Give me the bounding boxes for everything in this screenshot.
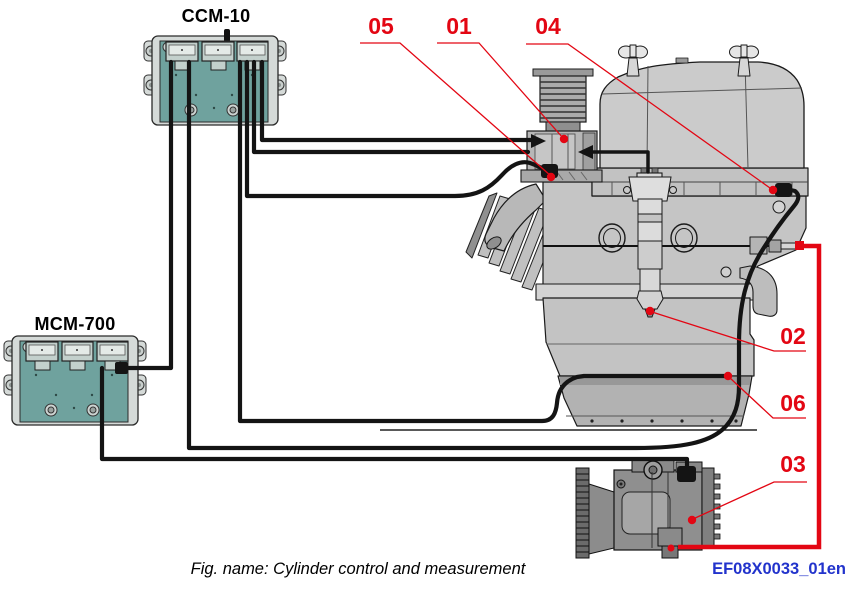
dot-01: [559, 134, 569, 144]
cable-ccm-to-mcm: [125, 59, 174, 371]
dot-03: [687, 515, 697, 525]
ccm-module-title: CCM-10: [181, 6, 251, 26]
bellows: [539, 75, 587, 123]
dot-02: [645, 306, 655, 316]
leader-01: [437, 42, 564, 139]
ccm-module-graphic: [143, 29, 287, 126]
callout-label-02: 02: [780, 323, 806, 349]
cable-ccm-to-point04: [186, 59, 801, 451]
wing-bolt-right: [729, 44, 759, 77]
cable-ccm-to-throttle-left: [251, 59, 531, 155]
crankcase: [542, 297, 755, 377]
leader-02: [651, 311, 806, 352]
antenna-stub: [224, 29, 230, 42]
mcm-connectors: [25, 341, 129, 371]
harness-cables: [99, 59, 801, 477]
callout-label-04: 04: [535, 13, 561, 39]
dot-04: [768, 185, 778, 195]
wing-bolt-left: [618, 44, 648, 77]
engine-illustration: [380, 44, 809, 431]
cable-arrowheads: [531, 134, 593, 159]
mcm-module-graphic: [3, 335, 147, 426]
arrowhead-point01: [531, 134, 546, 148]
oil-pan: [557, 375, 753, 427]
figure-caption: Fig. name: Cylinder control and measurem…: [190, 560, 526, 578]
red-measurement-cable: [667, 241, 822, 552]
leader-04: [526, 43, 771, 189]
cable-sensor-link: [582, 150, 650, 174]
callout-label-01: 01: [446, 13, 472, 39]
cable-ccm-to-point01: [259, 59, 536, 143]
callout-label-05: 05: [368, 13, 394, 39]
callout-leader-lines: [360, 42, 807, 520]
pump-bottom-fitting: [657, 527, 683, 547]
leader-05: [360, 42, 552, 177]
cable-ccm-to-point05: [244, 59, 551, 199]
cable-ccm-to-point06: [237, 59, 728, 424]
dot-05: [546, 172, 556, 182]
valve-cover: [599, 61, 805, 169]
ccm-connectors: [165, 41, 269, 71]
dot-06: [723, 371, 733, 381]
callout-label-03: 03: [780, 451, 806, 477]
injector: [623, 176, 677, 318]
figure-doc-code: EF08X0033_01en: [712, 560, 846, 578]
arrowhead-sensor: [578, 145, 593, 159]
callout-label-06: 06: [780, 390, 806, 416]
callout-dots: [546, 134, 778, 525]
leader-06: [729, 377, 806, 419]
leader-03: [692, 481, 807, 520]
mcm-module-title: MCM-700: [34, 314, 116, 334]
fuel-pump-graphic: [575, 457, 721, 559]
